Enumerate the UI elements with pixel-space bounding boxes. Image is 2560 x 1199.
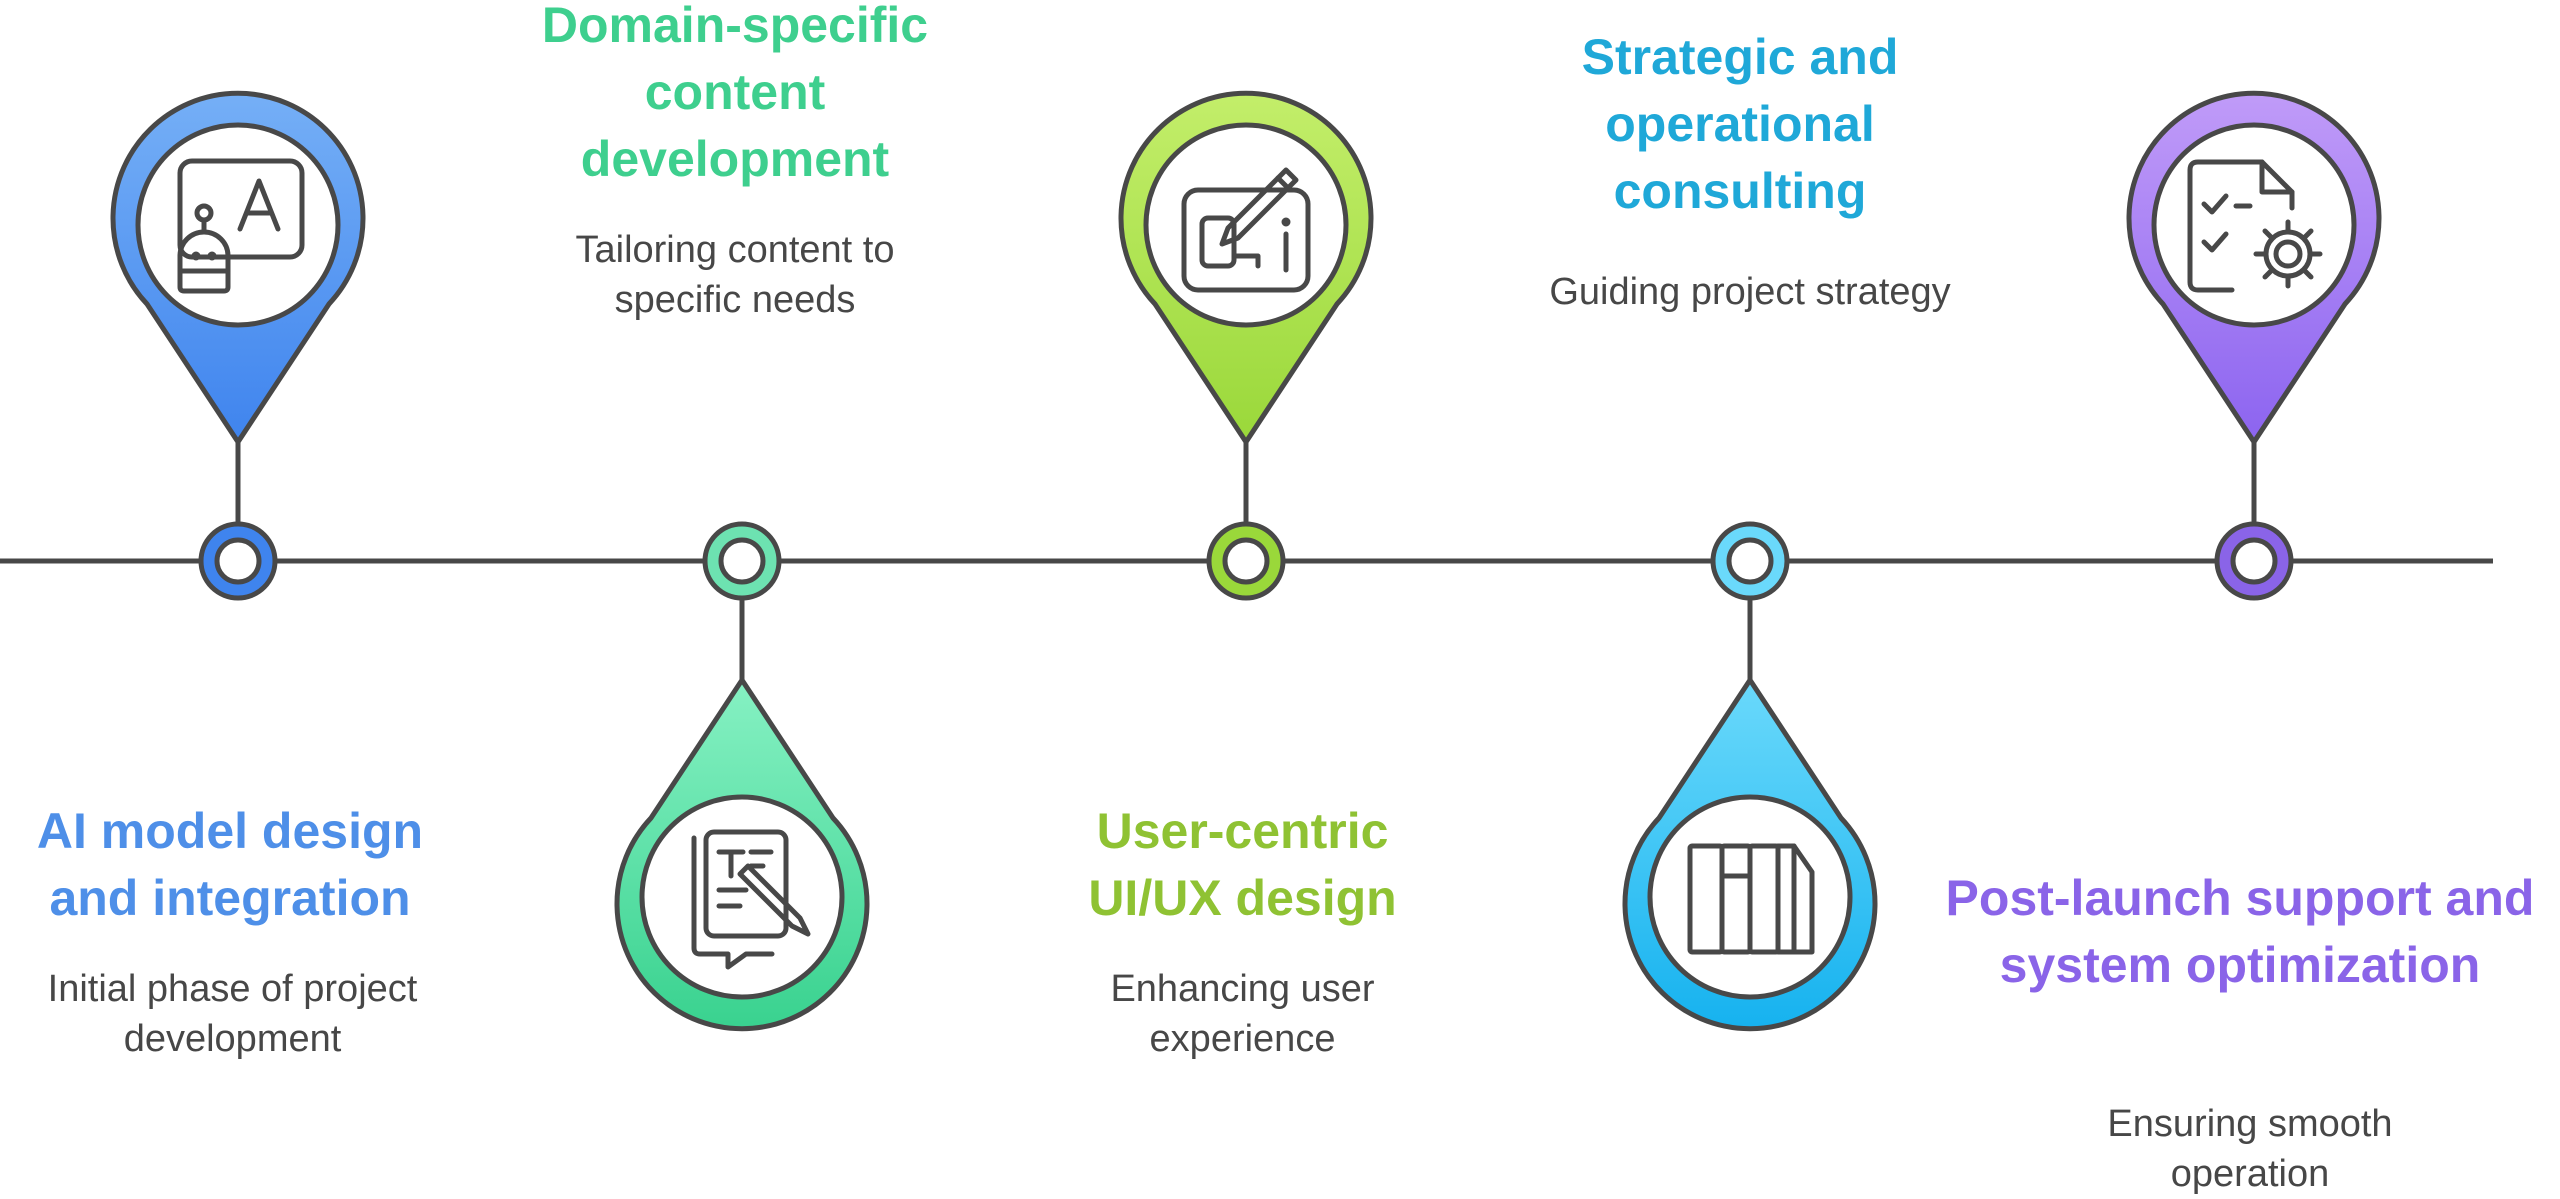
step-3-description: Enhancing user experience [1000, 964, 1485, 1064]
step-2-marker [614, 521, 870, 1032]
step-4-title-line: consulting [1613, 163, 1867, 219]
step-3-title-line: User-centric [1096, 803, 1389, 859]
design-tablet-pen-icon [1181, 167, 1311, 293]
step-5-title-line: Post-launch support and [1945, 870, 2535, 926]
step-4-desc-line: Guiding project strategy [1549, 271, 1951, 313]
step-4-title-line: Strategic and [1581, 29, 1899, 85]
step-2-description: Tailoring content to specific needs [485, 225, 985, 325]
step-3-desc-line: experience [1149, 1018, 1336, 1060]
step-4-description: Guiding project strategy [1480, 267, 2020, 317]
step-1-desc-line: Initial phase of project [47, 968, 418, 1010]
step-3-title: User-centric UI/UX design [1000, 798, 1485, 932]
step-2-title-line: Domain-specific [541, 0, 929, 53]
library-books-icon [1687, 843, 1815, 955]
step-1-marker [110, 90, 366, 601]
checklist-gear-icon [2187, 159, 2323, 293]
step-3-marker [1118, 90, 1374, 601]
step-5-title: Post-launch support and system optimizat… [1920, 865, 2560, 999]
step-3-desc-line: Enhancing user [1110, 968, 1375, 1010]
step-1-title-line: AI model design [36, 803, 424, 859]
step-4-title-line: operational [1605, 96, 1875, 152]
step-2-title: Domain-specific content development [485, 0, 985, 193]
step-1-desc-line: development [123, 1018, 342, 1060]
step-4-title: Strategic and operational consulting [1490, 24, 1990, 225]
step-2-desc-line: specific needs [614, 279, 856, 321]
step-3-title-line: UI/UX design [1088, 870, 1397, 926]
step-1-title: AI model design and integration [0, 798, 460, 932]
step-2-title-line: development [580, 131, 890, 187]
document-pencil-icon [691, 829, 811, 970]
step-5-desc-line: operation [2170, 1153, 2330, 1195]
step-1-description: Initial phase of project development [0, 964, 465, 1064]
step-5-desc-line: Ensuring smooth [2107, 1103, 2393, 1145]
step-2-desc-line: Tailoring content to [575, 229, 895, 271]
step-4-marker [1622, 521, 1878, 1032]
step-2-title-line: content [644, 64, 826, 120]
step-5-title-line: system optimization [1999, 937, 2481, 993]
robot-whiteboard-icon [177, 158, 305, 294]
step-1-title-line: and integration [49, 870, 411, 926]
step-5-marker [2126, 90, 2382, 601]
step-5-description: Ensuring smooth operation [2000, 1099, 2500, 1199]
